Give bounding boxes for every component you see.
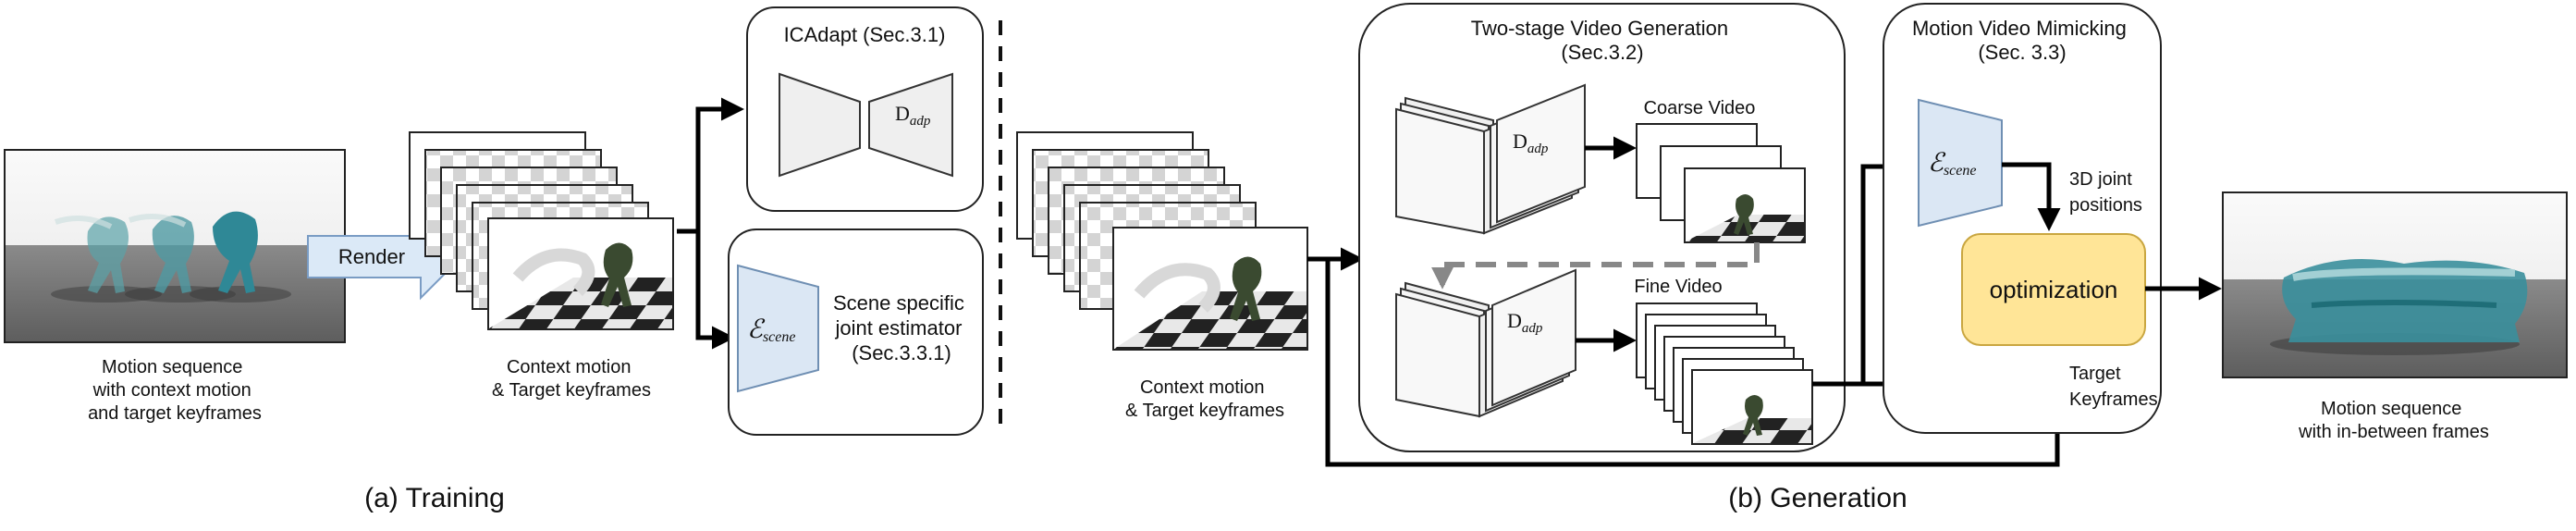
input-caption: Motion sequence with context motion and … [88, 357, 262, 424]
two-stage-generation-box: Two-stage Video Generation (Sec.3.2) Dad… [1358, 3, 1846, 452]
coarse-video-label: Coarse Video [1644, 98, 1756, 118]
input-motion-image [4, 149, 346, 343]
coarse-video-frames [1636, 123, 1806, 243]
fine-stage-model: Dadp [1395, 268, 1576, 418]
two-stage-title: Two-stage Video Generation (Sec.3.2) [1471, 17, 1735, 64]
training-section-label: (a) Training [364, 483, 505, 513]
arrow-to-icadapt [677, 97, 744, 234]
arrow-to-estimator [695, 231, 735, 350]
encoder-trapezoid [779, 72, 861, 178]
joint-positions-label: 3D joint positions [2069, 169, 2142, 216]
decoder-trapezoid [868, 72, 953, 178]
motion-mimicking-box: Motion Video Mimicking (Sec. 3.3) ℰscene… [1883, 3, 2162, 434]
svg-text:Dadp: Dadp [1513, 130, 1549, 156]
encoder-scene-trapezoid-gen [1918, 98, 2003, 228]
coarse-stage-model: Dadp [1395, 83, 1586, 235]
arrow-joints-to-optimization [2002, 162, 2061, 231]
optimization-label: optimization [1990, 276, 2118, 303]
inbetween-figures [2282, 259, 2528, 342]
training-frame-stack [409, 131, 674, 330]
generation-context-caption: Context motion & Target keyframes [1125, 377, 1284, 421]
target-keyframes-label: Target Keyframes [2069, 364, 2158, 410]
generation-frame-stack [1016, 131, 1308, 351]
output-caption: Motion sequence with in-between frames [2298, 399, 2489, 442]
scene-estimator-box: ℰscene Scene specific joint estimator (S… [728, 228, 984, 436]
icadapt-box: ICAdapt (Sec.3.1) Dadp [746, 6, 984, 212]
e-scene-symbol: ℰscene [747, 315, 795, 345]
fine-video-label: Fine Video [1634, 277, 1722, 297]
icadapt-title: ICAdapt (Sec.3.1) [784, 23, 946, 46]
mimic-title: Motion Video Mimicking (Sec. 3.3) [1912, 17, 2132, 64]
d-adp-symbol: Dadp [895, 102, 931, 129]
e-scene-symbol-gen: ℰscene [1928, 149, 1976, 179]
coarse-to-fine-dashed-arrow [1431, 242, 1760, 290]
training-context-caption: Context motion & Target keyframes [492, 357, 651, 401]
estimator-caption: Scene specific joint estimator (Sec.3.3.… [833, 291, 970, 364]
character-figure [55, 211, 258, 293]
fine-video-frames [1636, 303, 1813, 445]
generation-section-label: (b) Generation [1728, 483, 1907, 513]
render-label: Render [338, 245, 405, 268]
encoder-scene-trapezoid [737, 264, 819, 393]
svg-text:Dadp: Dadp [1507, 309, 1543, 336]
output-motion-image [2222, 191, 2568, 378]
